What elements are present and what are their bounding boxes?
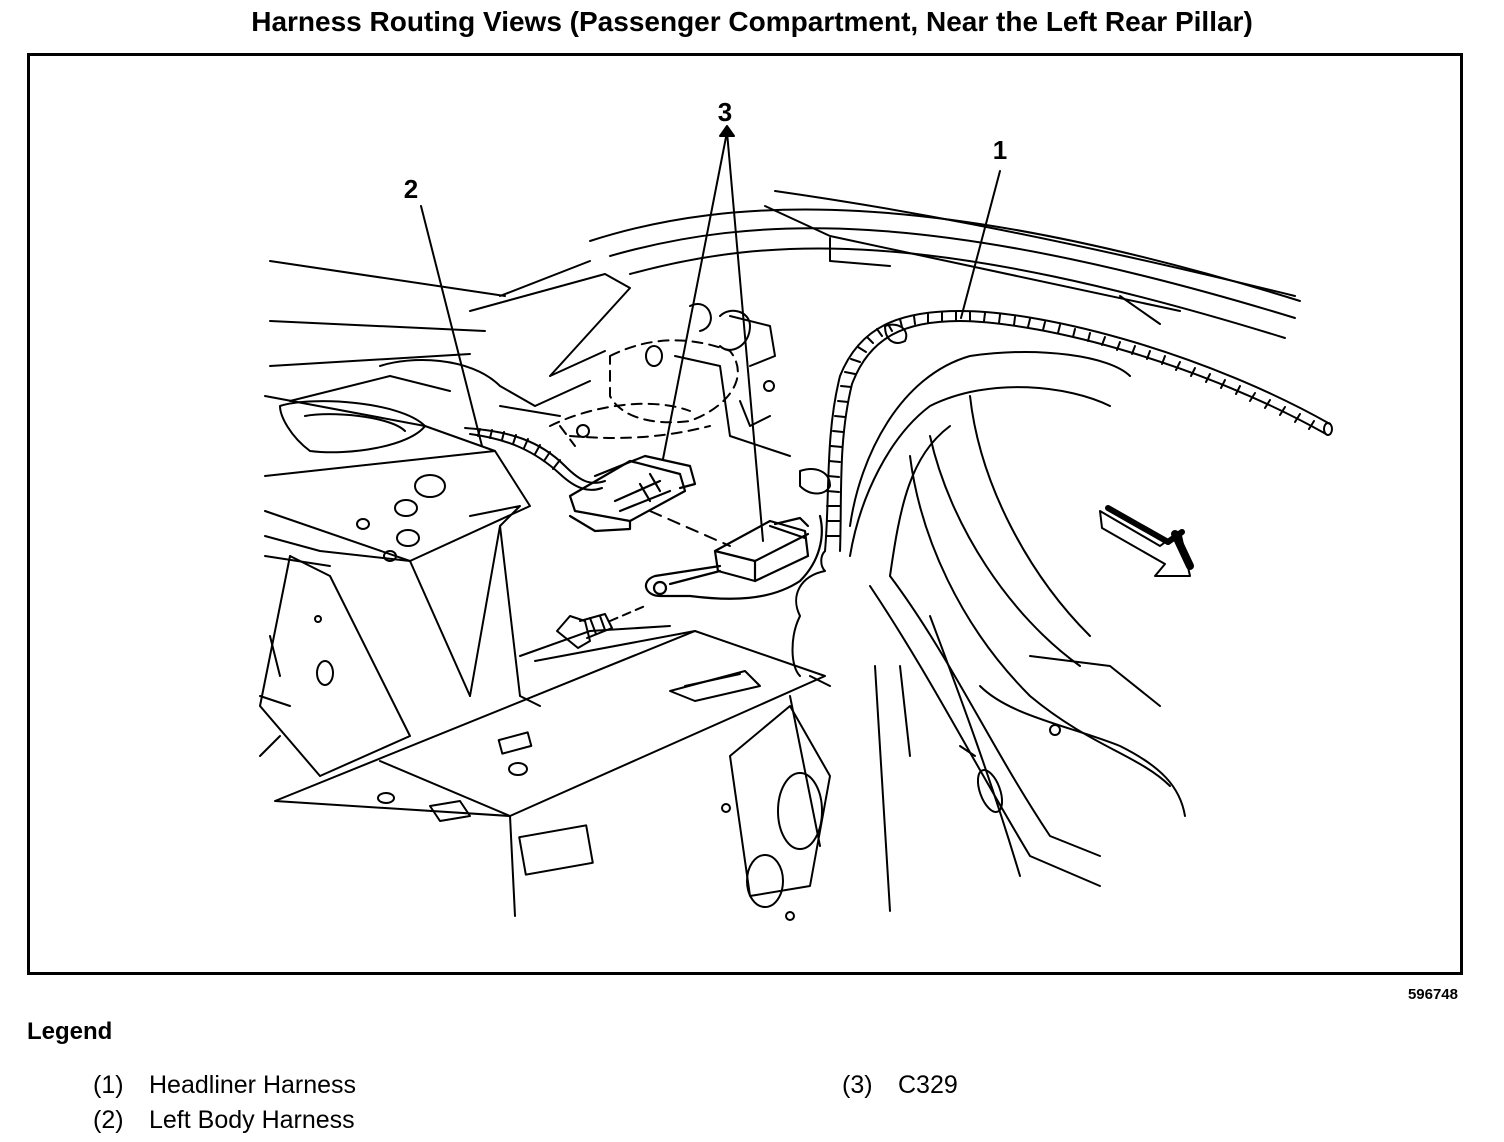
legend-item-number: (3) [842,1071,873,1099]
rear-panel [499,303,791,457]
legend-item-label: C329 [898,1071,958,1099]
legend-item-headliner-harness: (1) Headliner Harness [93,1071,356,1100]
legend-item-c329: (3) C329 [842,1071,958,1100]
pillar-structure [849,351,1186,887]
forward-arrow-icon [1099,505,1194,577]
legend-item-number: (1) [93,1071,124,1099]
connector-c329-right [644,514,823,600]
legend-item-label: Left Body Harness [149,1106,355,1134]
legend-item-left-body-harness: (2) Left Body Harness [93,1106,355,1135]
alignment-line [649,510,731,547]
legend-heading: Legend [27,1018,113,1045]
connector-c329-left [568,454,697,533]
screw [556,605,646,649]
figure-id: 596748 [1407,986,1458,1003]
diagram-frame: 1 2 3 [27,53,1463,975]
callout-3: 3 [718,97,732,127]
legend-item-number: (2) [93,1106,124,1134]
callout-1: 1 [993,135,1007,165]
callout-2: 2 [404,174,418,204]
harness-routing-illustration: 1 2 3 [259,97,1333,921]
center-box [274,625,911,921]
headliner-harness [791,310,1333,677]
roof-lines [589,190,1301,339]
page-title: Harness Routing Views (Passenger Compart… [251,6,1253,37]
left-panel-lines [259,260,631,777]
legend-item-label: Headliner Harness [149,1071,357,1099]
callout-leaders [420,125,1001,542]
